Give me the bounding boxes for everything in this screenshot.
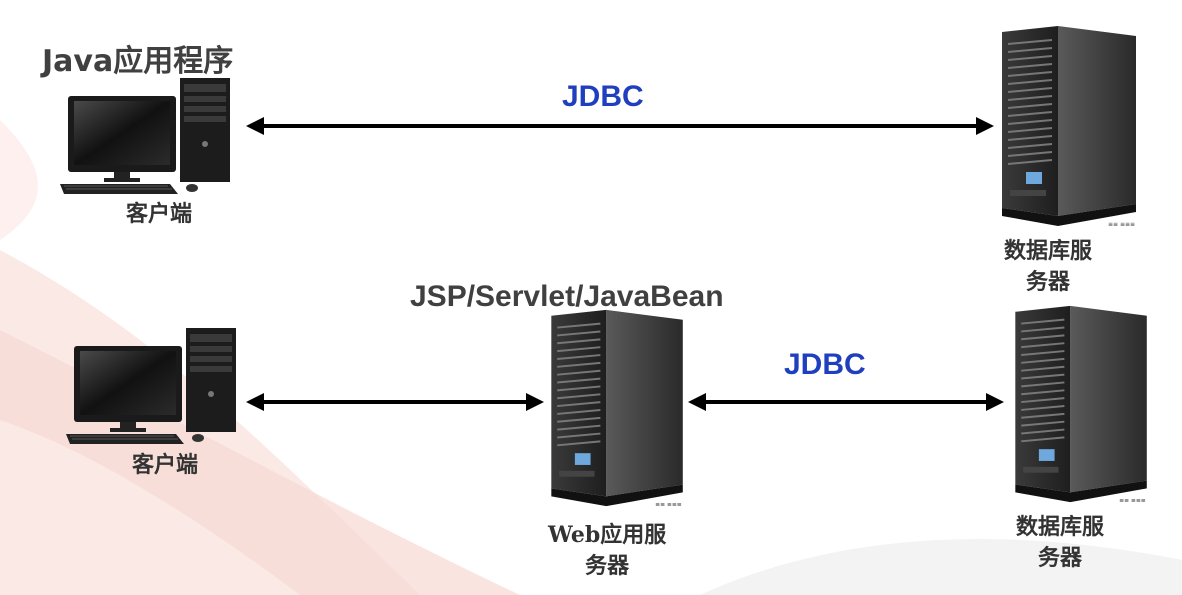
web-tech-label: JSP/Servlet/JavaBean	[410, 280, 724, 313]
web-server-label-line1: Web应用服	[548, 522, 667, 548]
row1-database-server: ≡≡ ≡≡≡	[996, 22, 1148, 238]
row2-database-label-line2: 务器	[1038, 546, 1083, 571]
double-arrow-icon	[688, 393, 1004, 411]
row2-database-label: 数据库服 务器	[1016, 512, 1104, 574]
row1-database-label-line2: 务器	[1026, 270, 1071, 295]
row1-jdbc-label: JDBC	[562, 80, 644, 113]
row1-database-label-line1: 数据库服	[1004, 239, 1093, 264]
tower-server-icon: ≡≡ ≡≡≡	[1002, 26, 1136, 228]
web-server-label: Web应用服 务器	[548, 520, 666, 582]
row2-client-label: 客户端	[132, 453, 199, 478]
row2-database-server: ≡≡ ≡≡≡	[1008, 302, 1160, 514]
diagram-title: Java应用程序	[42, 44, 234, 79]
tower-server-icon: ≡≡ ≡≡≡	[551, 309, 683, 508]
row1-client-computer	[60, 74, 236, 202]
row2-client-computer	[66, 324, 242, 452]
double-arrow-icon	[246, 393, 544, 411]
svg-text:≡≡ ≡≡≡: ≡≡ ≡≡≡	[1108, 221, 1135, 228]
row1-client-label: 客户端	[126, 202, 193, 227]
svg-text:≡≡ ≡≡≡: ≡≡ ≡≡≡	[1119, 498, 1146, 504]
row2-database-label-line1: 数据库服	[1016, 515, 1105, 540]
desktop-computer-icon	[66, 328, 236, 444]
row2-jdbc-label: JDBC	[784, 348, 866, 381]
web-application-server: ≡≡ ≡≡≡	[544, 306, 696, 518]
web-server-label-line2: 务器	[585, 553, 630, 579]
row1-database-label: 数据库服 务器	[1004, 236, 1092, 298]
svg-text:≡≡ ≡≡≡: ≡≡ ≡≡≡	[655, 502, 682, 508]
double-arrow-icon	[246, 117, 994, 135]
tower-server-icon: ≡≡ ≡≡≡	[1015, 305, 1147, 504]
desktop-computer-icon	[60, 78, 230, 194]
